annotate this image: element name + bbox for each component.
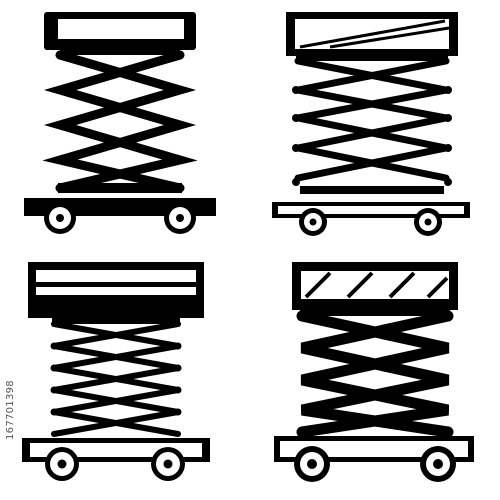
scissor-lift-icon [24,12,216,234]
scissor-lift-icon [274,262,474,482]
scissor-lift-icon [22,262,210,481]
scissor-lift-icon [272,12,470,236]
stock-id-label: 167701398 [5,380,16,440]
